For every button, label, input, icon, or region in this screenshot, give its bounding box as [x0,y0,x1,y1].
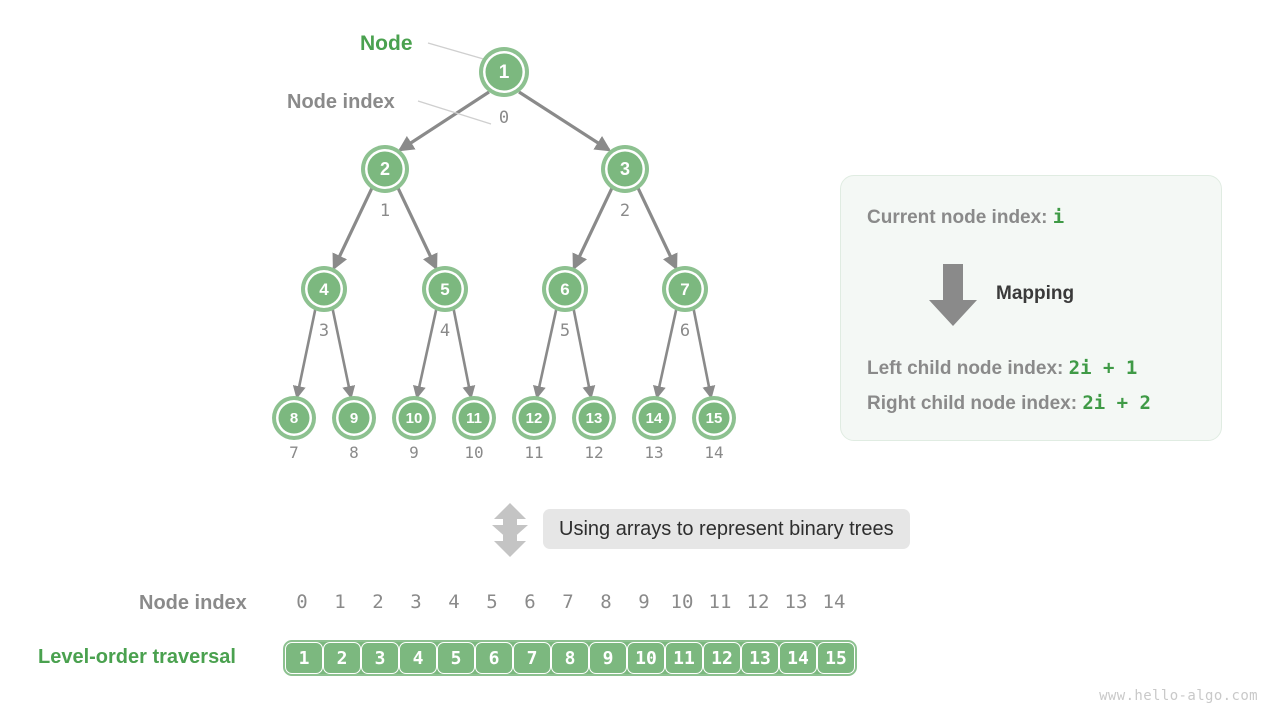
array-index-10: 10 [670,591,694,613]
legend-right-value: 2i + 2 [1082,392,1151,414]
array-cell-14: 15 [817,642,855,674]
array-cell-7: 8 [551,642,589,674]
legend-left-child: Left child node index: 2i + 1 [867,357,1137,380]
legend-current-prefix: Current node index: [867,207,1053,228]
tree-node-index-8: 8 [349,443,359,462]
tree-node-6: 6 [546,270,584,308]
mapping-legend-panel: Current node index: i Mapping Left child… [840,175,1222,441]
legend-left-prefix: Left child node index: [867,358,1069,379]
tree-node-index-11: 11 [524,443,544,462]
array-cell-11: 12 [703,642,741,674]
tree-node-index-14: 14 [704,443,724,462]
array-cell-12: 13 [741,642,779,674]
tree-node-index-10: 10 [464,443,484,462]
tree-node-5: 5 [426,270,464,308]
array-cell-1: 2 [323,642,361,674]
legend-current-index: Current node index: i [867,206,1064,229]
tree-node-index-0: 0 [498,108,510,128]
array-index-7: 7 [562,591,574,613]
tree-node-index-2: 2 [619,201,631,221]
tree-node-7: 7 [666,270,704,308]
array-cell-2: 3 [361,642,399,674]
array-index-6: 6 [524,591,536,613]
tree-node-index-4: 4 [439,321,451,341]
tree-node-index-6: 6 [679,321,691,341]
tree-node-10: 10 [396,400,432,436]
tree-node-13: 13 [576,400,612,436]
tree-node-8: 8 [276,400,312,436]
array-cell-3: 4 [399,642,437,674]
tree-node-14: 14 [636,400,672,436]
tree-node-2: 2 [365,149,405,189]
array-index-2: 2 [372,591,384,613]
array-index-11: 11 [708,591,732,613]
tree-node-index-3: 3 [318,321,330,341]
array-index-4: 4 [448,591,460,613]
legend-current-value: i [1052,206,1065,228]
array-index-0: 0 [296,591,308,613]
array-traversal-label: Level-order traversal [38,646,236,668]
watermark: www.hello-algo.com [1099,688,1258,704]
array-cell-8: 9 [589,642,627,674]
legend-right-prefix: Right child node index: [867,393,1083,414]
array-cell-4: 5 [437,642,475,674]
array-cell-10: 11 [665,642,703,674]
tree-node-3: 3 [605,149,645,189]
array-index-13: 13 [784,591,808,613]
up-down-arrow-icon [492,503,528,557]
tree-node-index-1: 1 [379,201,391,221]
array-index-3: 3 [410,591,422,613]
tree-node-index-7: 7 [289,443,299,462]
array-index-8: 8 [600,591,612,613]
tree-node-12: 12 [516,400,552,436]
array-cell-0: 1 [285,642,323,674]
legend-left-value: 2i + 1 [1068,357,1138,379]
tree-node-1: 1 [483,51,525,93]
tree-node-11: 11 [456,400,492,436]
array-index-1: 1 [334,591,346,613]
middle-banner: Using arrays to represent binary trees [543,509,910,549]
callout-node-index-label: Node index [287,91,395,113]
array-index-14: 14 [822,591,846,613]
array-cell-13: 14 [779,642,817,674]
tree-node-9: 9 [336,400,372,436]
legend-right-child: Right child node index: 2i + 2 [867,392,1151,415]
mapping-down-arrow-icon [929,264,977,326]
array-index-12: 12 [746,591,770,613]
tree-node-4: 4 [305,270,343,308]
array-index-5: 5 [486,591,498,613]
mapping-label: Mapping [996,283,1075,304]
array-cell-6: 7 [513,642,551,674]
callout-node-label: Node [360,32,413,55]
array-index-label: Node index [139,592,247,614]
array-cell-5: 6 [475,642,513,674]
tree-node-index-13: 13 [644,443,664,462]
array-index-9: 9 [638,591,650,613]
tree-node-index-12: 12 [584,443,604,462]
tree-node-index-5: 5 [559,321,571,341]
tree-node-15: 15 [696,400,732,436]
tree-node-index-9: 9 [409,443,419,462]
array-cell-9: 10 [627,642,665,674]
